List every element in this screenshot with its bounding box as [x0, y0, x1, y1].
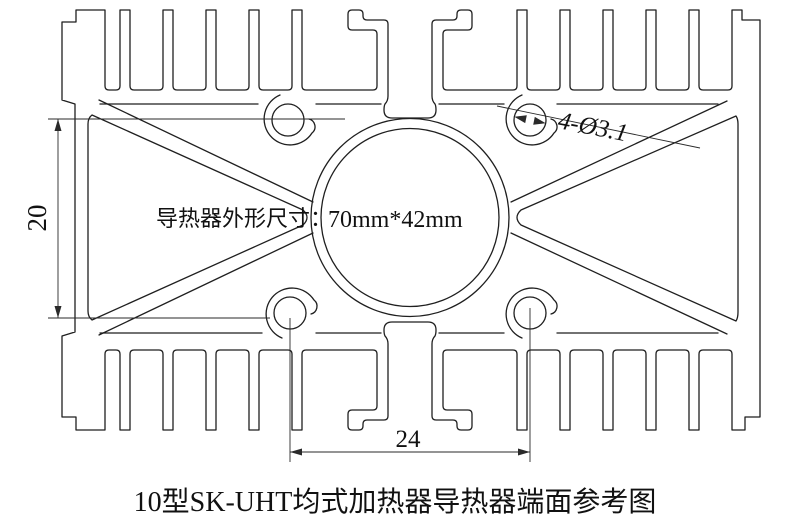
heater-rod-hole-circle: [320, 127, 500, 308]
dim-text-24: 24: [396, 426, 422, 453]
spoke-upper-left: [98, 99, 314, 203]
dim-line-holes: [496, 105, 701, 149]
profile-geometry: [61, 9, 761, 431]
right-cavity: [516, 115, 739, 322]
arrow-24-right: [518, 448, 530, 456]
spoke-upper-right: [510, 100, 728, 203]
screw-port-top-left: [263, 94, 316, 146]
dimension-lines: [48, 105, 701, 462]
arrow-hole-lower: [533, 116, 546, 125]
outline-size-value: 70mm*42mm: [328, 207, 463, 233]
extrusion-outline: [61, 9, 761, 431]
dimension-arrows: [54, 115, 546, 456]
arrow-20-down: [54, 306, 62, 318]
arrow-hole-upper: [514, 115, 527, 124]
drawing-title: 10型SK-UHT均式加热器导热器端面参考图: [134, 486, 657, 518]
dim-text-20: 20: [22, 205, 52, 232]
spoke-lower-right: [510, 232, 728, 335]
outline-size-label: 导热器外形尺寸：: [156, 206, 332, 231]
arrow-20-up: [54, 119, 62, 131]
screw-port-top-right: [505, 94, 558, 146]
tube-outer-wall-circle: [310, 117, 510, 318]
arrow-24-left: [290, 448, 302, 456]
